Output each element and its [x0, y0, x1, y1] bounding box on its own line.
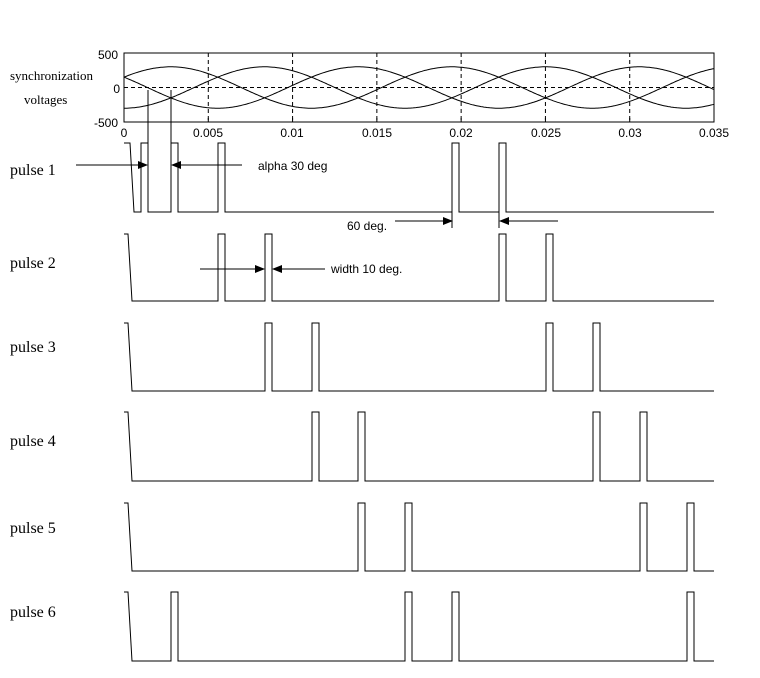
y-tick-label: 0	[113, 82, 120, 96]
sync-voltage-phase-1	[123, 66, 715, 109]
pulse-3-trace	[124, 322, 714, 392]
sixty-deg-annotation: 60 deg.	[347, 219, 387, 233]
pulse-2-label: pulse 2	[10, 255, 56, 272]
sync-voltage-phase-2	[123, 66, 715, 109]
x-tick-label: 0.035	[699, 126, 729, 140]
pulse-1-trace	[124, 142, 714, 213]
pulse-3-label: pulse 3	[10, 339, 56, 356]
x-tick-label: 0.03	[618, 126, 642, 140]
x-tick-label: 0	[121, 126, 128, 140]
width-annotation: width 10 deg.	[330, 262, 402, 276]
pulse-4-label: pulse 4	[10, 433, 56, 450]
pulse-4-trace	[124, 411, 714, 482]
sync-ylabel-line1: synchronization	[10, 68, 94, 83]
pulse-1-label: pulse 1	[10, 162, 56, 179]
y-tick-label: -500	[94, 116, 118, 130]
x-tick-label: 0.01	[280, 126, 304, 140]
pulse-6-trace	[124, 591, 714, 662]
sync-voltage-phase-3	[124, 66, 715, 109]
x-tick-label: 0.025	[531, 126, 561, 140]
x-tick-label: 0.015	[362, 126, 392, 140]
pulse-5-trace	[124, 502, 714, 572]
sync-voltage-plot	[123, 52, 715, 123]
y-tick-label: 500	[98, 48, 118, 62]
alpha-annotation: alpha 30 deg	[258, 159, 327, 173]
sync-ylabel-line2: voltages	[24, 92, 67, 107]
pulse-2-trace	[124, 233, 714, 302]
pulse-6-label: pulse 6	[10, 604, 56, 621]
x-tick-label: 0.02	[449, 126, 473, 140]
pulse-5-label: pulse 5	[10, 520, 56, 537]
x-tick-label: 0.005	[193, 126, 223, 140]
